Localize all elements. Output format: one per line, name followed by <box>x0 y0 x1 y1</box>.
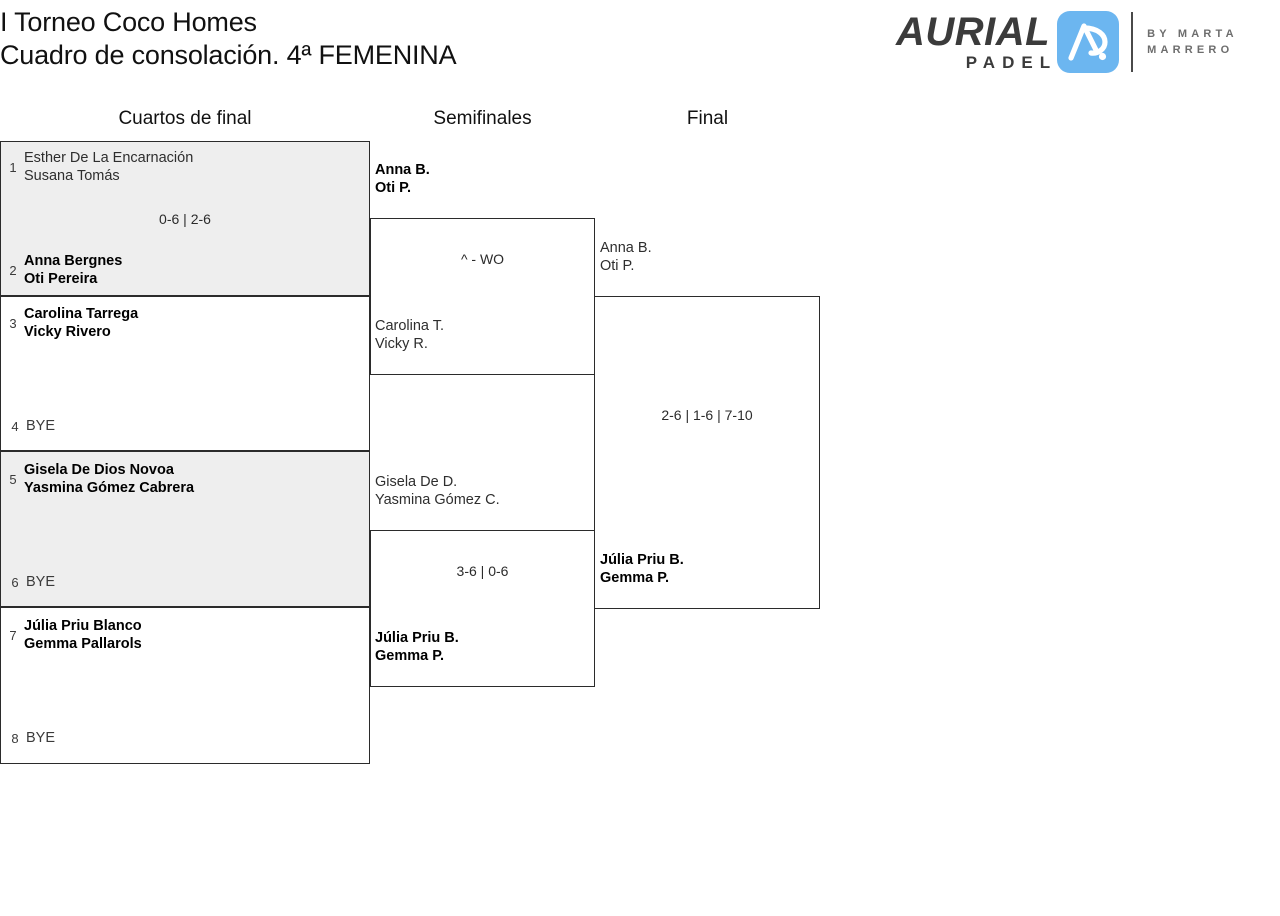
team-sf2-bottom[interactable]: Júlia Priu B. Gemma P. <box>375 629 459 665</box>
page-title: I Torneo Coco Homes Cuadro de consolació… <box>0 6 457 72</box>
player-name-1: Júlia Priu B. <box>375 630 459 646</box>
logo-byline-line1: BY MARTA <box>1147 28 1238 40</box>
team-names: Júlia Priu Blanco Gemma Pallarols <box>24 617 142 653</box>
match-final[interactable] <box>594 296 820 609</box>
round-header-quarterfinals: Cuartos de final <box>118 108 252 129</box>
team-sf2-top[interactable]: Gisela De D. Yasmina Gómez C. <box>375 473 500 509</box>
match-quarterfinal-1[interactable] <box>0 141 370 296</box>
player-name-1: Anna B. <box>600 240 652 256</box>
score-semifinal-1: ^ - WO <box>460 251 505 267</box>
seed-number: 2 <box>9 262 17 278</box>
score-quarterfinal-1: 0-6 | 2-6 <box>159 211 211 227</box>
player-name-2: Vicky R. <box>375 336 428 352</box>
team-sf1-bottom[interactable]: Carolina T. Vicky R. <box>375 317 444 353</box>
round-header-semifinals: Semifinales <box>433 108 532 129</box>
ap-monogram-icon <box>1057 11 1120 73</box>
player-name-2: Oti P. <box>375 180 411 196</box>
match-quarterfinal-3[interactable] <box>0 451 370 607</box>
logo-divider <box>1131 12 1134 72</box>
seed-number: 7 <box>9 627 17 643</box>
player-name-1: Gisela De Dios Novoa <box>24 462 174 478</box>
player-name-2: Oti Pereira <box>24 271 98 287</box>
player-name-2: Gemma P. <box>375 648 445 664</box>
team-qf3-top[interactable]: 5 Gisela De Dios Novoa Yasmina Gómez Cab… <box>2 461 194 497</box>
tournament-name: I Torneo Coco Homes <box>0 7 257 37</box>
player-name-1: Gisela De D. <box>375 474 458 490</box>
page-header: I Torneo Coco Homes Cuadro de consolació… <box>0 0 1280 90</box>
team-names: Gisela De D. Yasmina Gómez C. <box>375 473 500 509</box>
player-name-1: Anna B. <box>375 162 430 178</box>
team-names: Anna Bergnes Oti Pereira <box>24 252 122 288</box>
aurial-padel-logo: AURIAL PADEL BY MARTA MARRERO <box>896 9 1268 75</box>
logo-byline: BY MARTA MARRERO <box>1147 26 1238 58</box>
bye-label: BYE <box>26 418 56 434</box>
team-qf3-bottom: 6 BYE <box>4 573 55 591</box>
team-sf1-top[interactable]: Anna B. Oti P. <box>375 161 430 197</box>
player-name-1: Júlia Priu Blanco <box>24 618 142 634</box>
player-name-2: Gemma P. <box>600 570 670 586</box>
team-qf2-bottom: 4 BYE <box>4 417 55 435</box>
seed-number: 6 <box>11 574 19 590</box>
score-final: 2-6 | 1-6 | 7-10 <box>661 407 753 423</box>
score-semifinal-2: 3-6 | 0-6 <box>456 563 509 579</box>
team-names: Júlia Priu B. Gemma P. <box>600 551 684 587</box>
bracket-subtitle: Cuadro de consolación. 4ª FEMENINA <box>0 40 457 70</box>
logo-byline-line2: MARRERO <box>1147 44 1234 56</box>
team-names: BYE <box>26 729 55 747</box>
round-header-final: Final <box>686 108 729 129</box>
player-name-2: Oti P. <box>600 258 635 274</box>
seed-number: 4 <box>11 418 19 434</box>
player-name-1: Carolina T. <box>375 318 445 334</box>
player-name-2: Yasmina Gómez C. <box>375 492 500 508</box>
team-final-bottom[interactable]: Júlia Priu B. Gemma P. <box>600 551 684 587</box>
logo-wordmark: AURIAL PADEL <box>896 12 1050 72</box>
seed-number: 3 <box>9 315 17 331</box>
team-qf4-top[interactable]: 7 Júlia Priu Blanco Gemma Pallarols <box>2 617 142 653</box>
bye-label: BYE <box>26 730 56 746</box>
match-quarterfinal-4[interactable] <box>0 607 370 764</box>
team-qf1-bottom[interactable]: 2 Anna Bergnes Oti Pereira <box>2 252 122 288</box>
player-name-2: Vicky Rivero <box>24 324 111 340</box>
team-names: Carolina T. Vicky R. <box>375 317 444 353</box>
seed-number: 8 <box>11 730 19 746</box>
player-name-2: Yasmina Gómez Cabrera <box>24 480 195 496</box>
seed-number: 5 <box>9 471 17 487</box>
team-names: Esther De La Encarnación Susana Tomás <box>24 149 193 185</box>
player-name-1: Carolina Tarrega <box>24 306 139 322</box>
player-name-1: Anna Bergnes <box>24 253 123 269</box>
team-qf4-bottom: 8 BYE <box>4 729 55 747</box>
team-final-top[interactable]: Anna B. Oti P. <box>600 239 652 275</box>
match-quarterfinal-2[interactable] <box>0 296 370 451</box>
team-names: Gisela De Dios Novoa Yasmina Gómez Cabre… <box>24 461 194 497</box>
player-name-1: Esther De La Encarnación <box>24 150 194 166</box>
player-name-2: Susana Tomás <box>24 168 120 184</box>
team-names: Júlia Priu B. Gemma P. <box>375 629 459 665</box>
team-qf2-top[interactable]: 3 Carolina Tarrega Vicky Rivero <box>2 305 138 341</box>
player-name-1: Júlia Priu B. <box>600 552 684 568</box>
team-names: Anna B. Oti P. <box>375 161 430 197</box>
team-names: BYE <box>26 417 55 435</box>
team-names: Anna B. Oti P. <box>600 239 652 275</box>
team-names: Carolina Tarrega Vicky Rivero <box>24 305 138 341</box>
seed-number: 1 <box>9 159 17 175</box>
team-qf1-top[interactable]: 1 Esther De La Encarnación Susana Tomás <box>2 149 193 185</box>
logo-brand-text: AURIAL <box>896 10 1051 54</box>
team-names: BYE <box>26 573 55 591</box>
logo-sub-text: PADEL <box>965 53 1058 72</box>
player-name-2: Gemma Pallarols <box>24 636 142 652</box>
bye-label: BYE <box>26 574 56 590</box>
